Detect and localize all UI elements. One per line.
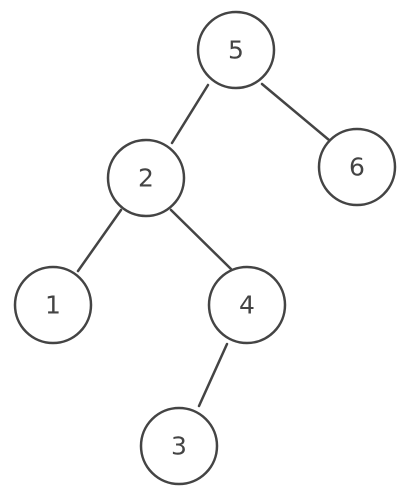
edge-2-4 xyxy=(169,208,233,271)
node-circle xyxy=(139,406,219,486)
node-circle xyxy=(106,138,186,218)
tree-node-4: 4 xyxy=(207,265,287,345)
edge-5-2 xyxy=(170,83,210,145)
edge-4-3 xyxy=(197,342,229,408)
node-circle xyxy=(207,265,287,345)
tree-node-1: 1 xyxy=(13,265,93,345)
node-circle xyxy=(196,10,276,90)
tree-node-3: 3 xyxy=(139,406,219,486)
node-label: 3 xyxy=(171,432,187,461)
tree-nodes: 5 2 6 1 4 3 xyxy=(13,10,397,486)
node-circle xyxy=(13,265,93,345)
tree-node-2: 2 xyxy=(106,138,186,218)
node-label: 4 xyxy=(239,291,255,320)
edge-2-1 xyxy=(76,208,123,273)
node-label: 1 xyxy=(45,291,61,320)
node-circle xyxy=(317,127,397,207)
tree-node-6: 6 xyxy=(317,127,397,207)
edge-5-6 xyxy=(260,82,331,142)
tree-node-5: 5 xyxy=(196,10,276,90)
node-label: 6 xyxy=(349,153,365,182)
node-label: 5 xyxy=(228,36,244,65)
node-label: 2 xyxy=(138,164,154,193)
tree-edges xyxy=(76,82,331,408)
